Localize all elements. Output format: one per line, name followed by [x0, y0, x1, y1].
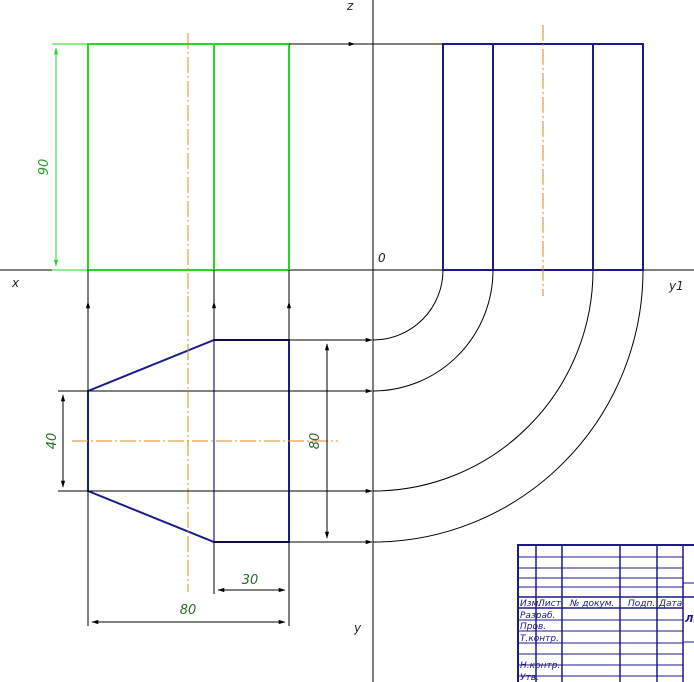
dimension-30-label: 30: [242, 573, 259, 588]
arc-4: [372, 269, 644, 543]
title-block-header-sign: Подп.: [628, 599, 655, 609]
dimension-80-vertical-label: 80: [308, 433, 323, 450]
dimension-90-label: 90: [37, 159, 52, 176]
title-block: [517, 544, 694, 682]
dimension-40-label: 40: [45, 433, 60, 450]
horizontal-projection-lines: [88, 337, 373, 545]
dimension-80-horizontal: [87, 491, 286, 626]
vertical-projection-lines: [85, 270, 292, 391]
transfer-arcs: [372, 269, 644, 543]
title-block-row-approved: Утв.: [520, 673, 539, 682]
dimension-30: [213, 542, 290, 626]
axis-label-y1: y1: [668, 279, 684, 293]
title-block-header-sheet: Лист: [537, 599, 562, 609]
title-block-row-norm-control: Н.контр.: [520, 661, 560, 671]
dimension-80-horizontal-label: 80: [180, 603, 197, 618]
title-block-header-change: Изм.: [520, 599, 541, 609]
arc-3: [372, 269, 594, 492]
arc-1: [372, 269, 444, 341]
axis-label-x: x: [11, 276, 20, 290]
dimension-90: [52, 43, 88, 271]
axis-label-z: z: [346, 0, 354, 13]
dimension-40: [58, 390, 88, 492]
title-block-header-docnum: № докум.: [569, 599, 614, 609]
title-block-row-developed: Разраб.: [520, 611, 555, 621]
title-block-row-tech-control: Т.контр.: [520, 634, 559, 644]
axis-label-y: y: [353, 621, 362, 635]
title-block-header-date: Дата: [658, 599, 682, 609]
arc-2: [372, 269, 494, 392]
title-block-row-checked: Пров.: [520, 622, 546, 632]
origin-label: 0: [378, 251, 386, 265]
title-block-cut-label: ЛЕ: [684, 614, 694, 625]
